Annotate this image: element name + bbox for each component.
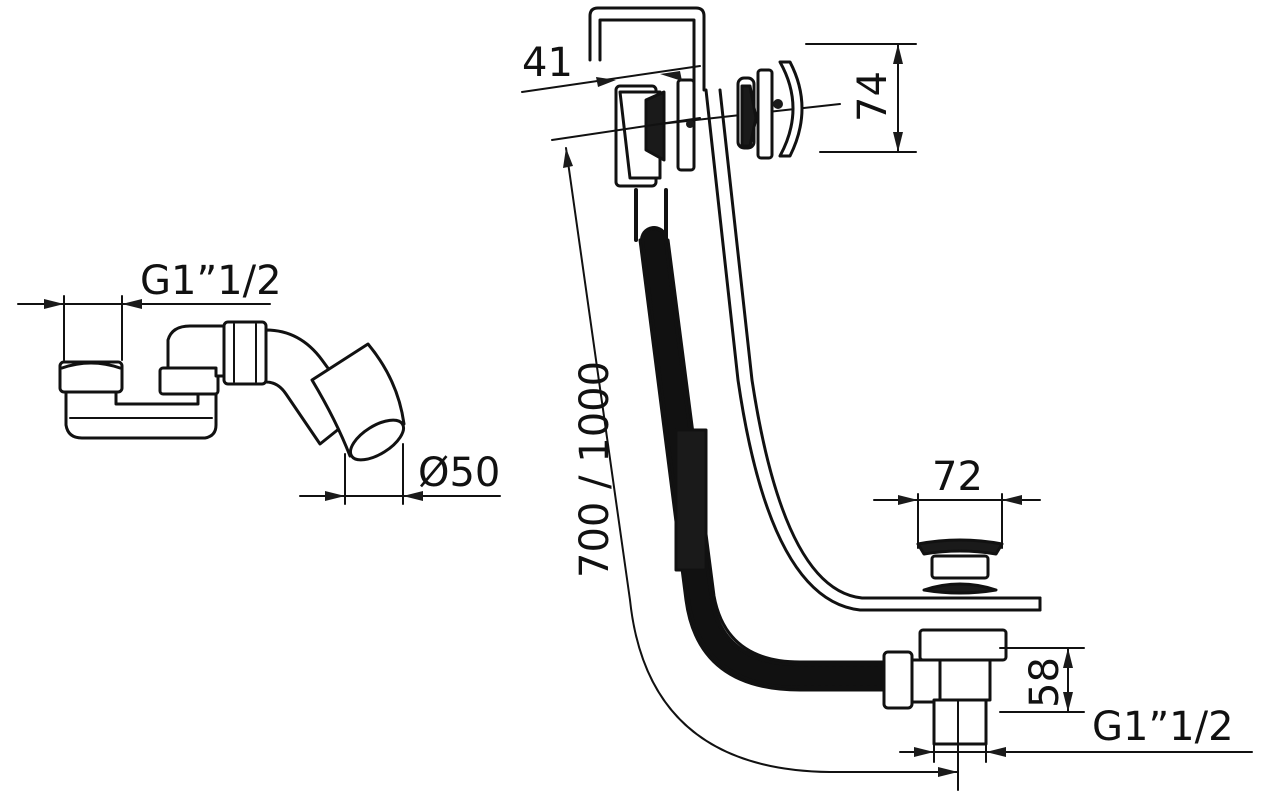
plug-diameter-dimension	[873, 493, 1041, 549]
trap-thread-dimension	[17, 295, 271, 361]
waste-height-label: 58	[1022, 657, 1068, 708]
plug-diameter-label: 72	[932, 454, 983, 500]
waste-thread-label: G1”1/2	[1092, 704, 1234, 750]
waste-thread-dimension	[899, 739, 1253, 763]
overflow-height-dimension	[521, 65, 701, 141]
overflow-plate-label: 74	[850, 71, 896, 122]
waste-height-dimension	[999, 647, 1085, 713]
overflow-plate-dimension	[805, 43, 917, 153]
trap-thread-label: G1”1/2	[140, 258, 282, 304]
trap-outlet-label: Ø50	[418, 450, 500, 496]
overflow-height-label: 41	[522, 40, 573, 86]
corrugated-hose	[638, 226, 902, 692]
bottle-trap: G1”1/2 Ø50	[17, 258, 501, 505]
trap-outlet-dimension	[299, 443, 501, 505]
waste-overflow-assembly: 41 74	[521, 6, 1253, 791]
cable-length-dimension	[563, 147, 959, 777]
cable-length-label: 700 / 1000	[572, 361, 618, 578]
